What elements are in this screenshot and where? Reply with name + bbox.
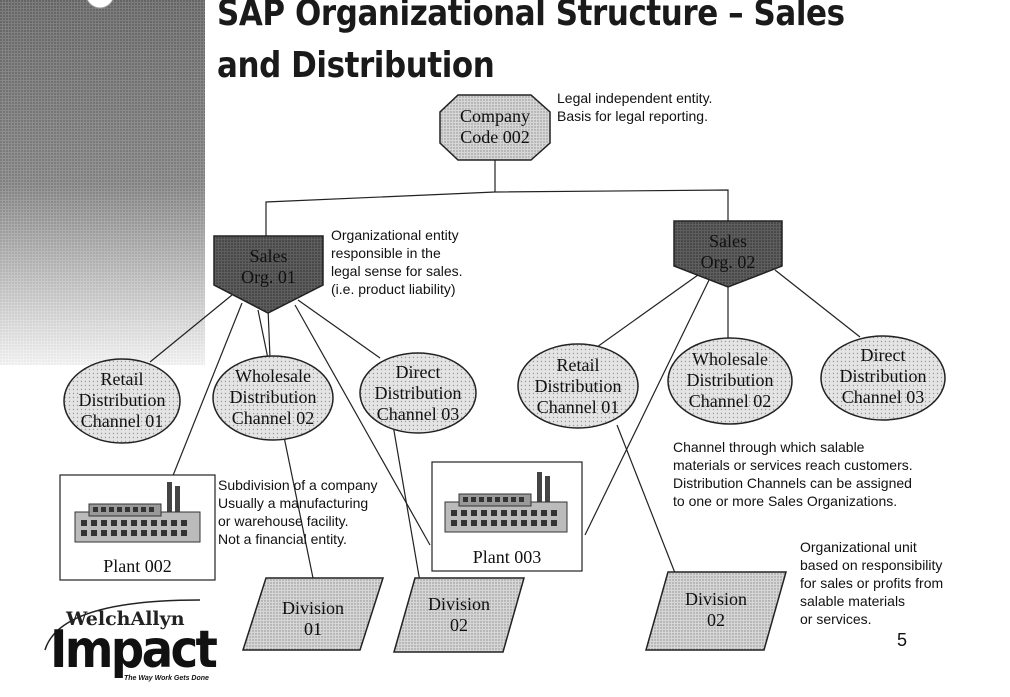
connector-lines (149, 160, 861, 583)
sales-org-note: Organizational entity responsible in the… (331, 227, 463, 297)
retail-channel-01-org2-node (517, 343, 639, 429)
welch-allyn-logo: WelchAllyn (66, 608, 185, 630)
division-02-left-node (393, 577, 525, 653)
company-code-node (439, 94, 551, 161)
sales-org-02-label: Sales Org. 02 (700, 231, 756, 272)
division-02-right-node (645, 571, 787, 651)
company-code-note: Legal independent entity. Basis for lega… (557, 90, 713, 124)
division-01-label: Division 01 (281, 598, 344, 639)
wholesale-channel-02-org2-label: Wholesale Distribution Channel 02 (686, 349, 774, 411)
plant-002-label: Plant 002 (103, 556, 172, 576)
distribution-channel-note: Channel through which salable materials … (673, 439, 913, 509)
decorative-halftone-banner (0, 0, 205, 365)
impact-logo: Impact (50, 620, 218, 680)
direct-channel-03-org2-label: Direct Distribution Channel 03 (839, 345, 927, 407)
title-line-1: SAP Organizational Structure – Sales (217, 0, 845, 34)
logo-swoosh (44, 599, 201, 651)
division-02-left-label: Division 02 (427, 594, 490, 635)
direct-channel-03-org2-node (820, 335, 946, 421)
decorative-circle (86, 0, 114, 9)
factory-icon (444, 472, 568, 533)
retail-channel-01-node (63, 358, 181, 444)
retail-channel-01-label: Retail Distribution Channel 01 (78, 369, 166, 431)
retail-channel-01-org2-label: Retail Distribution Channel 01 (534, 355, 622, 417)
company-code-label: Company Code 002 (460, 106, 530, 147)
factory-icon (74, 482, 201, 543)
page-number: 5 (897, 630, 908, 650)
logo-tagline: The Way Work Gets Done (124, 675, 209, 682)
sales-org-02-node (673, 220, 783, 288)
wholesale-channel-02-org2-node (667, 337, 793, 425)
direct-channel-03-node (359, 352, 477, 434)
division-note: Organizational unit based on responsibil… (800, 539, 944, 627)
wholesale-channel-02-label: Wholesale Distribution Channel 02 (229, 366, 317, 428)
plant-note: Subdivision of a company Usually a manuf… (218, 477, 378, 547)
direct-channel-03-label: Direct Distribution Channel 03 (374, 362, 462, 424)
title-line-2: and Distribution (217, 45, 495, 86)
sales-org-01-label: Sales Org. 01 (241, 246, 296, 287)
sales-org-01-node (213, 235, 324, 314)
division-02-right-label: Division 02 (684, 589, 747, 630)
division-01-node (241, 577, 385, 651)
page-title: SAP Organizational Structure – Sales and… (217, 0, 845, 92)
plant-003-label: Plant 003 (472, 547, 542, 567)
wholesale-channel-02-node (212, 355, 334, 441)
